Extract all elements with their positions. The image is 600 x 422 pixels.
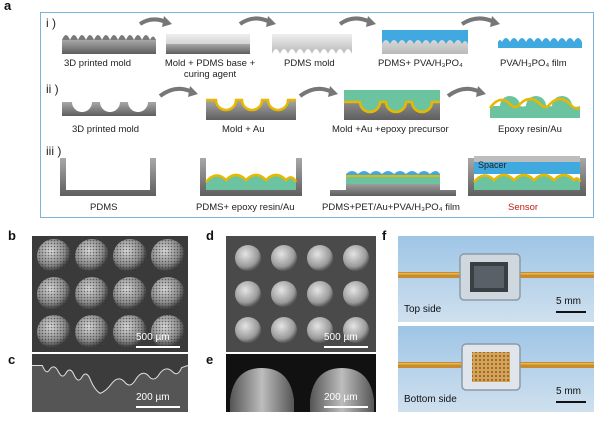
panel-f-top-scale-bar <box>556 311 586 313</box>
panel-f-letter: f <box>382 228 387 243</box>
row3-caption-1: PDMS <box>90 202 118 213</box>
panel-f-top-scale-text: 5 mm <box>556 296 581 307</box>
row2-mold-au <box>206 98 296 120</box>
panel-d-scale-bar <box>324 346 368 348</box>
panel-c-sem-image: 200 µm <box>32 354 188 412</box>
row1-caption-3: PDMS mold <box>284 58 335 69</box>
row2-caption-2: Mold + Au <box>222 124 265 135</box>
row2-caption-4: Epoxy resin/Au <box>498 124 562 135</box>
panel-f-bottom-label: Bottom side <box>404 394 457 405</box>
row1-pdms-pva <box>382 30 468 54</box>
row3-pdms-epoxy-au <box>200 158 302 196</box>
row2-mold-au-epoxy <box>344 90 440 120</box>
row3-caption-2: PDMS+ epoxy resin/Au <box>196 202 295 213</box>
panel-e-letter: e <box>206 352 214 367</box>
row3-pdms <box>60 158 156 196</box>
row2-arrow-1 <box>158 86 193 98</box>
panel-a-schematic <box>60 16 586 196</box>
spacer-label: Spacer <box>478 160 507 170</box>
row1-step-label: i ) <box>46 16 56 30</box>
row1-arrow-2 <box>238 16 271 26</box>
row1-pdms-mold <box>272 34 352 54</box>
panel-f-top-device <box>398 253 594 301</box>
panel-f-bottom-photo: Bottom side 5 mm <box>398 326 594 412</box>
panel-c-scale-bar <box>136 406 180 408</box>
panel-b-dome-array <box>37 239 185 349</box>
row3-pdms-pet-au-pva <box>330 171 456 196</box>
row1-caption-1: 3D printed mold <box>64 58 132 69</box>
row1-arrow-1 <box>138 17 167 26</box>
panel-f-bottom-scale-bar <box>556 401 586 403</box>
panel-b-sem-image: 500 µm <box>32 236 188 352</box>
row3-sensor <box>468 156 586 196</box>
row1-mold-pdms-base <box>166 34 250 54</box>
panel-a-frame <box>40 12 594 218</box>
row1-pva-film <box>498 38 582 48</box>
panel-c-scale-text: 200 µm <box>136 392 170 403</box>
row2-arrow-3 <box>446 86 481 98</box>
row2-caption-1: 3D printed mold <box>72 124 140 135</box>
panel-e-dome-profile <box>230 368 374 412</box>
panel-e-scale-bar <box>324 406 368 408</box>
row1-arrow-4 <box>460 16 495 26</box>
panel-f-bottom-scale-text: 5 mm <box>556 386 581 397</box>
panel-c-letter: c <box>8 352 16 367</box>
row1-caption-2: Mold + PDMS base + curing agent <box>164 58 256 80</box>
row2-epoxy-au <box>488 96 581 118</box>
panel-b-scale-bar <box>136 346 180 348</box>
row1-mold-3d <box>62 35 156 54</box>
panel-a-letter: a <box>4 0 12 13</box>
row3-step-label: iii ) <box>46 144 62 158</box>
row1-caption-4: PDMS+ PVA/H₃PO₄ <box>378 58 463 69</box>
panel-c-profile <box>32 365 188 412</box>
panel-b-letter: b <box>8 228 16 243</box>
row2-step-label: ii ) <box>46 82 59 96</box>
row3-caption-3: PDMS+PET/Au+PVA/H₃PO₄ film <box>322 202 460 213</box>
row3-caption-4: Sensor <box>508 202 539 213</box>
row2-mold-3d <box>62 102 156 116</box>
panel-f-top-label: Top side <box>404 304 442 315</box>
panel-f-top-photo: Top side 5 mm <box>398 236 594 322</box>
panel-d-scale-text: 500 µm <box>324 332 358 343</box>
row2-arrow-2 <box>298 86 333 98</box>
panel-d-sem-image: 500 µm <box>226 236 376 352</box>
panel-b-scale-text: 500 µm <box>136 332 170 343</box>
row1-arrow-3 <box>338 16 371 26</box>
panel-d-dome-array <box>235 245 369 343</box>
panel-f-bottom-device <box>398 343 594 391</box>
panel-d-letter: d <box>206 228 214 243</box>
row2-caption-3: Mold +Au +epoxy precursor <box>332 124 449 135</box>
row1-caption-5: PVA/H₃PO₄ film <box>500 58 567 69</box>
panel-e-scale-text: 200 µm <box>324 392 358 403</box>
panel-e-sem-image: 200 µm <box>226 354 376 412</box>
